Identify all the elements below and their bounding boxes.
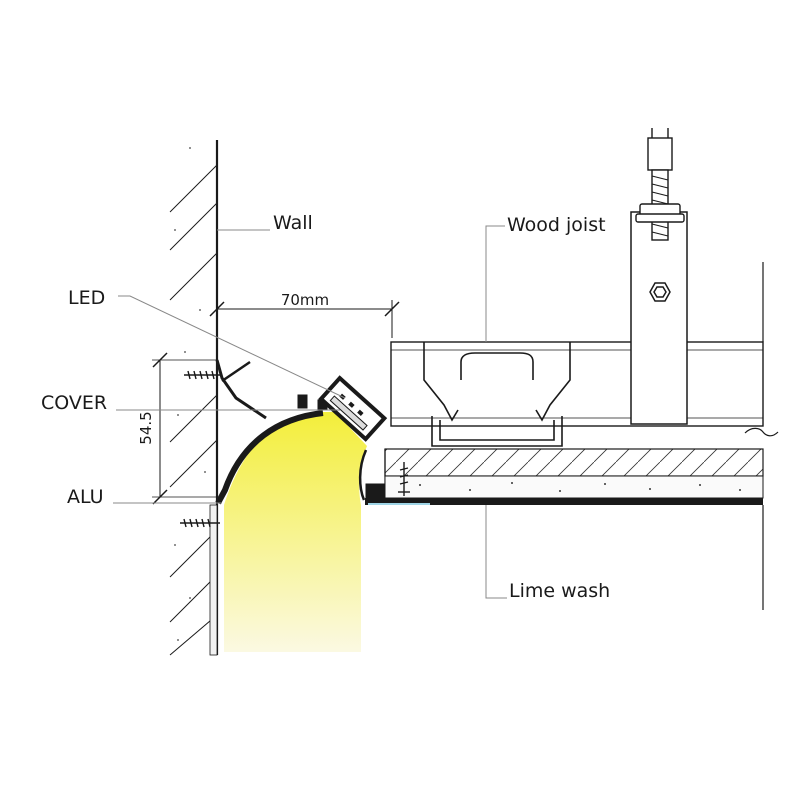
wall-screw-upper: [184, 370, 220, 380]
wall-hatching: [169, 164, 218, 656]
wall-screw-lower: [180, 518, 220, 528]
leader-lime-wash: [485, 505, 507, 599]
break-lines: [744, 262, 779, 610]
lime-wash-layer: [365, 498, 763, 505]
led-housing: [318, 375, 388, 442]
dimension-height-label: 54.5: [137, 411, 155, 444]
label-led: LED: [68, 287, 105, 309]
dimension-width: 70mm: [209, 291, 400, 338]
ceiling-plaster: [384, 475, 764, 499]
wall-texture-dots: [174, 147, 206, 641]
label-wood-joist: Wood joist: [507, 214, 606, 236]
leader-led: [118, 295, 346, 399]
leader-joist: [485, 225, 505, 342]
hanger-bracket: [630, 211, 688, 425]
dimension-width-label: 70mm: [281, 291, 329, 309]
profile-foot: [365, 483, 385, 501]
wood-joist: [390, 341, 764, 427]
light-beam: [224, 411, 367, 652]
leader-lines: [113, 225, 507, 599]
dimension-height: 54.5: [137, 352, 217, 505]
wall-plaster: [209, 504, 218, 656]
label-lime-wash: Lime wash: [509, 580, 610, 602]
label-wall: Wall: [273, 212, 313, 234]
label-cover: COVER: [41, 392, 107, 414]
board-screw: [398, 462, 410, 496]
threaded-rod: [635, 128, 685, 241]
ceiling-board: [384, 448, 764, 500]
wall: [169, 140, 219, 656]
ceiling-channel: [423, 342, 571, 447]
label-alu: ALU: [67, 486, 104, 508]
alu-profile: [215, 359, 385, 505]
